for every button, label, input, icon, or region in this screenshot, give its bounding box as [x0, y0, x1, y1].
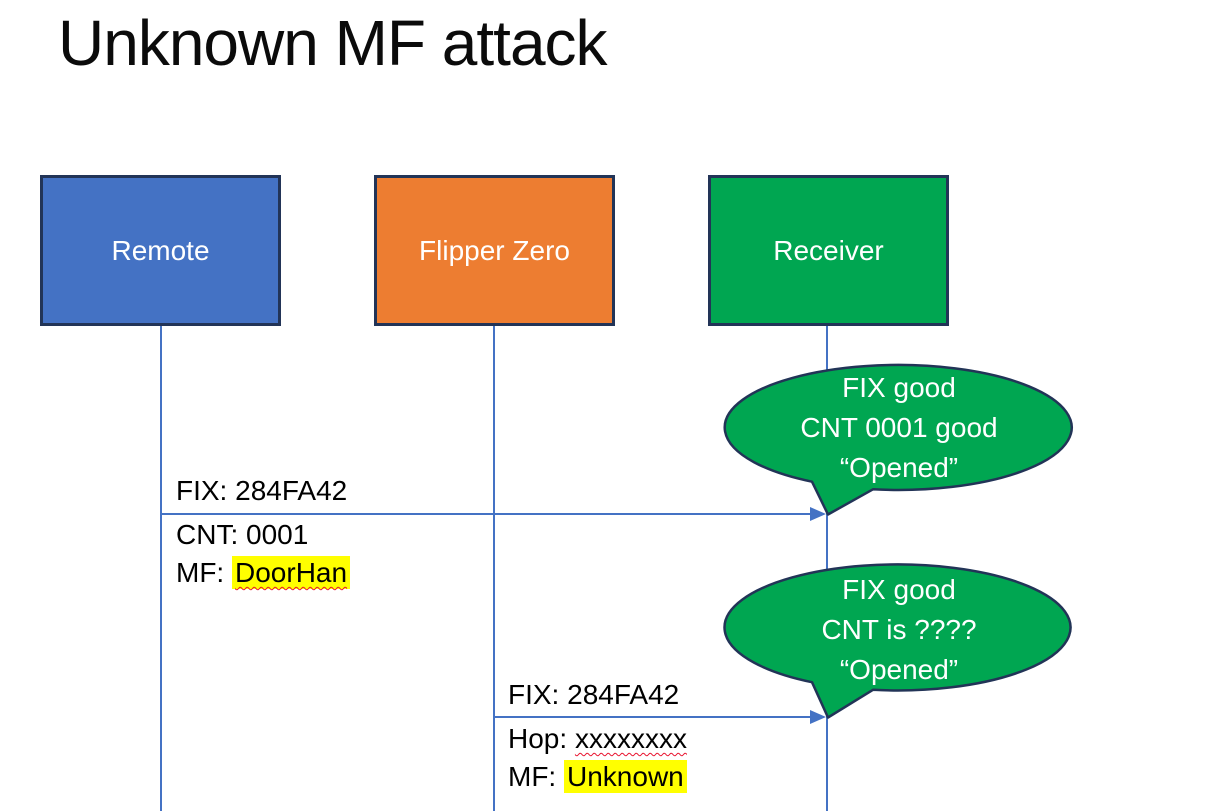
slide-title: Unknown MF attack	[58, 7, 608, 79]
lifeline-receiver	[826, 326, 828, 811]
callout-bubble-1	[723, 363, 1073, 516]
message2-label-mf: MF: Unknown	[508, 760, 687, 794]
actor-box-remote: Remote	[40, 175, 281, 326]
message1-label-mf: MF: DoorHan	[176, 556, 351, 590]
callout2-line1: FIX good	[842, 574, 956, 605]
actor-label-receiver: Receiver	[773, 234, 884, 266]
callout2-line2: CNT is ????	[821, 614, 977, 645]
message2-label-hop: Hop: xxxxxxxx	[508, 723, 687, 754]
lifeline-flipper	[493, 326, 495, 811]
callout1-line2: CNT 0001 good	[800, 412, 998, 443]
callout2-line3: “Opened”	[839, 654, 959, 685]
actor-box-receiver: Receiver	[708, 175, 949, 326]
actor-box-flipper-zero: Flipper Zero	[374, 175, 615, 326]
message1-label-cnt: CNT: 0001	[176, 519, 309, 550]
highlighted-value: Unknown	[564, 760, 687, 793]
callout2-text: FIX good CNT is ???? “Opened”	[720, 570, 1078, 690]
callout1-text: FIX good CNT 0001 good “Opened”	[720, 368, 1078, 488]
callout-bubble-2	[723, 563, 1072, 719]
actor-label-remote: Remote	[111, 234, 210, 266]
message1-arrowhead-icon	[810, 507, 826, 521]
actor-label-flipper-zero: Flipper Zero	[419, 234, 570, 266]
message1-arrow-line	[161, 513, 814, 515]
highlighted-misspelled-value: DoorHan	[232, 556, 351, 589]
callout1-line1: FIX good	[842, 372, 956, 403]
callout1-line3: “Opened”	[839, 452, 959, 483]
misspelled-value: xxxxxxxx	[574, 723, 687, 754]
message2-label-fix: FIX: 284FA42	[508, 679, 680, 710]
message2-arrowhead-icon	[810, 710, 826, 724]
lifeline-remote	[160, 326, 162, 811]
message1-label-fix: FIX: 284FA42	[176, 475, 348, 506]
message2-arrow-line	[494, 716, 814, 718]
